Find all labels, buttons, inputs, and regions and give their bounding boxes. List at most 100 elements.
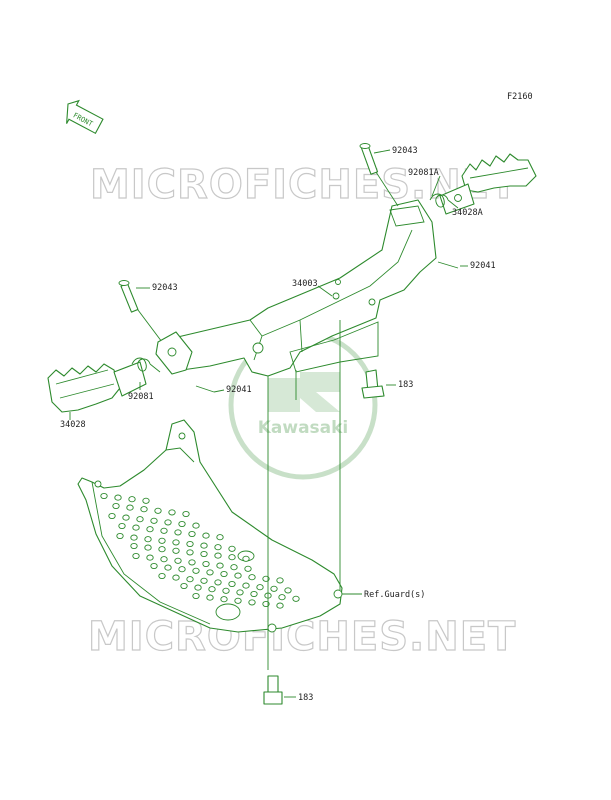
guard-perforation: [228, 554, 236, 561]
guard-perforation: [122, 514, 130, 521]
callout-ref-guard: Ref.Guard(s): [364, 590, 425, 600]
guard-perforation: [234, 572, 242, 579]
guard-perforation: [146, 526, 154, 533]
guard-perforation: [118, 522, 126, 530]
guard-perforation: [284, 587, 292, 594]
guard-perforation: [108, 512, 116, 520]
callout-92043-right: 92043: [392, 146, 418, 156]
guard-perforation: [146, 554, 154, 561]
callout-34028: 34028: [60, 420, 86, 430]
front-arrow-icon: FRONT: [66, 99, 104, 135]
guard-perforation: [130, 534, 138, 541]
guard-perforation: [132, 552, 140, 560]
guard-perforation: [188, 559, 196, 566]
pin-right: [359, 143, 379, 175]
guard-perforation: [202, 560, 210, 568]
callout-34028a: 34028A: [452, 208, 483, 218]
guard-perforation: [270, 585, 278, 592]
guard-perforation: [208, 586, 216, 593]
spring-right: [429, 193, 459, 209]
guard-perforation: [174, 557, 182, 564]
guard-perforation: [128, 496, 136, 503]
guard-perforation: [180, 582, 188, 590]
guard-perforation: [142, 497, 150, 504]
callout-92081: 92081: [128, 392, 154, 402]
guard-perforation: [186, 576, 194, 583]
callout-34003: 34003: [292, 279, 318, 289]
callout-92081a: 92081A: [408, 168, 439, 178]
guard-perforation: [174, 529, 182, 536]
guard-perforation: [168, 509, 176, 516]
guard-perforation: [230, 564, 238, 571]
callout-92041-right: 92041: [470, 261, 496, 271]
guard-perforation: [242, 582, 250, 589]
guard-perforation: [186, 540, 194, 548]
guard-perforation: [140, 506, 148, 513]
guard-perforation: [172, 574, 180, 581]
guard-perforation: [182, 510, 190, 518]
guard-perforation: [158, 546, 166, 553]
guard-perforation: [178, 566, 186, 573]
callout-92041-left: 92041: [226, 385, 252, 395]
footpeg-right: [439, 153, 537, 215]
guard-perforation: [116, 532, 124, 540]
callout-92043-left: 92043: [152, 283, 178, 293]
guard-perforation: [216, 534, 224, 541]
guard-perforation: [256, 584, 264, 591]
cotter-pin-left: [195, 385, 215, 393]
skid-guard: [77, 419, 343, 633]
guard-perforation: [158, 572, 166, 580]
guard-perforation: [100, 492, 108, 500]
guard-perforation: [248, 574, 256, 581]
guard-perforation: [214, 552, 222, 559]
guard-perforation: [178, 520, 186, 528]
guard-perforation: [186, 549, 194, 556]
guard-perforation: [200, 542, 208, 549]
guard-perforation: [194, 584, 202, 591]
guard-perforation: [164, 564, 172, 571]
guard-perforation: [228, 580, 236, 588]
guard-perforation: [150, 562, 158, 570]
guard-perforation: [172, 547, 180, 554]
guard-perforation: [158, 537, 166, 544]
guard-perforation: [188, 530, 196, 538]
callout-183-upper: 183: [398, 380, 413, 390]
guard-perforation: [228, 545, 236, 552]
guard-perforation: [206, 594, 214, 601]
guard-perforation: [164, 519, 172, 526]
guard-perforation: [192, 522, 200, 529]
guard-perforation: [160, 556, 168, 563]
guard-perforation: [214, 544, 222, 551]
guard-perforation: [172, 539, 180, 546]
guard-perforation: [112, 502, 120, 510]
figure-code: F2160: [507, 92, 533, 102]
guard-perforation: [130, 542, 138, 550]
guard-perforation: [192, 592, 200, 600]
spring-left: [131, 357, 161, 373]
guard-perforation: [206, 569, 214, 576]
bolt-upper: [361, 369, 385, 399]
guard-perforation: [220, 570, 228, 578]
guard-perforation: [216, 562, 224, 569]
guard-perforation: [222, 587, 230, 594]
footpeg-clevis-left: [155, 331, 193, 375]
guard-perforation: [150, 517, 158, 524]
guard-perforation: [154, 507, 162, 514]
guard-perforation: [242, 555, 250, 562]
cotter-pin-right: [437, 261, 459, 269]
guard-perforation: [114, 494, 122, 501]
bolt-lower: [263, 675, 283, 705]
guard-perforation: [278, 594, 286, 601]
guard-perforation: [144, 536, 152, 543]
pin-left: [118, 280, 139, 313]
guard-perforations: [100, 492, 300, 609]
guard-perforation: [248, 599, 256, 606]
guard-perforation: [214, 579, 222, 586]
guard-perforation: [276, 577, 284, 584]
guard-perforation: [136, 516, 144, 523]
guard-perforation: [160, 527, 168, 534]
guard-perforation: [244, 565, 252, 572]
kawasaki-logo: Kawasaki: [228, 330, 378, 480]
guard-perforation: [200, 577, 208, 584]
